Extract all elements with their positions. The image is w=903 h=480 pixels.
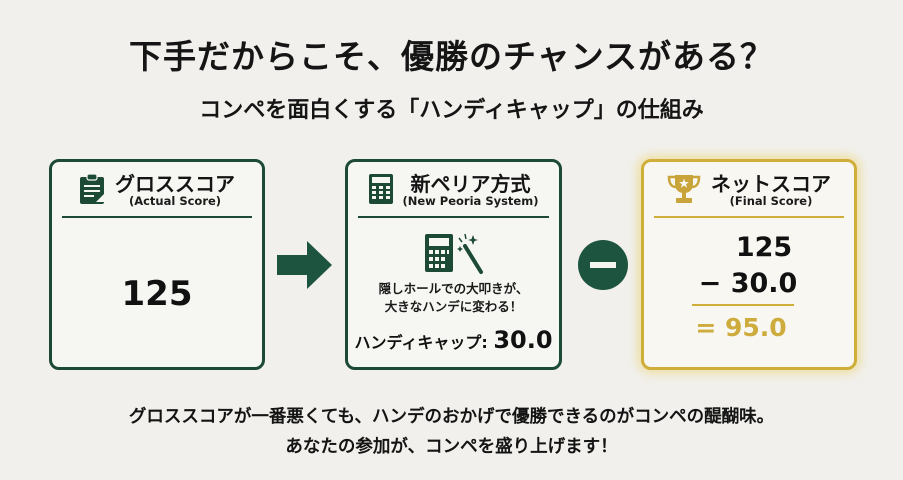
gross-score-value: 125 [121,274,193,314]
divider [692,304,794,306]
footer-line: グロススコアが一番悪くても、ハンデのおかげで優勝できるのがコンペの醍醐味。 [128,407,775,427]
right-arrow-icon [277,241,333,293]
desc-line: 大きなハンデに変わる！ [384,299,523,314]
handicap-subtraction: − 30.0 [698,268,798,299]
card-title: 新ペリア方式 [410,172,531,197]
handicap-label: ハンディキャップ: [354,333,494,352]
handicap-row: ハンディキャップ: 30.0 [348,326,559,354]
card-subtitle: (New Peoria System) [402,194,539,209]
gross-score-card: グロススコア (Actual Score) 125 [49,159,265,370]
new-peoria-card: 新ペリア方式 (New Peoria System) 隠しホールでの大叩きが、 … [345,159,562,370]
footer-line: あなたの参加が、コンペを盛り上げます！ [285,437,618,457]
card-title: グロススコア [115,172,235,197]
calculator-magic-wand-icon [348,232,559,276]
card-header: 新ペリア方式 (New Peoria System) [358,162,549,218]
gross-value: 125 [735,232,793,263]
page-title: 下手だからこそ、優勝のチャンスがある？ [128,37,774,76]
footer-message: グロススコアが一番悪くても、ハンデのおかげで優勝できるのがコンペの醍醐味。 あな… [0,402,903,462]
handicap-description: 隠しホールでの大叩きが、 大きなハンデに変わる！ [348,280,559,316]
minus-circle-icon [578,240,628,290]
net-score-card: ネットスコア (Final Score) 125 − 30.0 = 95.0 [641,159,857,370]
desc-line: 隠しホールでの大叩きが、 [378,281,529,296]
net-score-result: = 95.0 [695,313,787,342]
page-subtitle: コンペを面白くする「ハンディキャップ」の仕組み [199,98,704,123]
card-subtitle: (Actual Score) [128,194,222,209]
net-score-calculation: 125 − 30.0 = 95.0 [644,230,854,346]
trophy-icon [667,174,701,208]
handicap-value: 30.0 [493,326,553,354]
card-subtitle: (Final Score) [729,194,813,209]
clipboard-icon [79,173,105,209]
calculator-icon [368,174,393,208]
card-header: ネットスコア (Final Score) [654,162,844,218]
card-header: グロススコア (Actual Score) [62,162,252,218]
card-title: ネットスコア [711,172,831,197]
